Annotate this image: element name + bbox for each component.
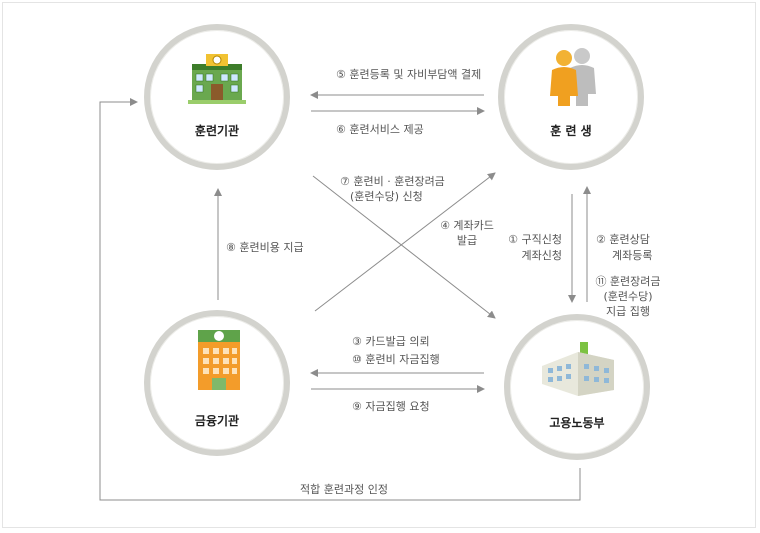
label-allowance-line1: ⑪ 훈련장려금: [595, 275, 661, 288]
label-fund-execution: ⑩ 훈련비 자금집행: [352, 353, 440, 366]
label-card-request: ③ 카드발급 의뢰: [352, 335, 430, 348]
label-job-application-line2: 계좌신청: [521, 249, 562, 262]
label-allowance-line3: 지급 집행: [606, 305, 650, 318]
node-label-institution: 훈련기관: [194, 124, 240, 138]
node-label-ministry: 고용노동부: [549, 416, 605, 430]
arrow-training-cost-request: [312, 175, 496, 319]
label-cost-request: ⑦ 훈련비 · 훈련장려금 (훈련수당) 신청: [340, 174, 445, 204]
label-training-service: ⑥ 훈련서비스 제공: [336, 123, 424, 136]
government-building-icon: [542, 342, 614, 396]
label-counseling-line1: ② 훈련상담: [596, 233, 650, 246]
node-training-institution: 훈련기관: [144, 24, 290, 170]
label-job-application-line1: ① 구직신청: [508, 233, 562, 246]
arrow-course-approval: [99, 98, 581, 501]
label-card-issue-line1: ④ 계좌카드: [440, 219, 494, 232]
node-financial-institution: 금융기관: [144, 310, 290, 456]
school-building-icon: [188, 54, 246, 104]
label-job-application: ① 구직신청 계좌신청: [496, 232, 562, 263]
label-counseling: ② 훈련상담 계좌등록: [596, 232, 652, 263]
node-label-bank: 금융기관: [194, 414, 240, 428]
node-ministry-of-labor: 고용노동부: [504, 314, 650, 460]
label-allowance-line2: (훈련수당): [603, 290, 653, 303]
label-course-approval: 적합 훈련과정 인정: [300, 483, 388, 496]
arrow-card-issue: [314, 172, 496, 312]
label-allowance: ⑪ 훈련장려금 (훈련수당) 지급 집행: [592, 274, 664, 319]
label-registration-payment: ⑤ 훈련등록 및 자비부담액 결제: [336, 68, 482, 81]
diagram-frame: [2, 2, 756, 528]
node-trainee: 훈 련 생: [498, 24, 644, 170]
label-cost-request-line1: ⑦ 훈련비 · 훈련장려금: [340, 175, 445, 188]
label-counseling-line2: 계좌등록: [612, 249, 653, 262]
bank-building-icon: [198, 330, 240, 390]
label-fund-request: ⑨ 자금집행 요청: [352, 400, 430, 413]
label-training-cost-payment: ⑧ 훈련비용 지급: [226, 241, 304, 254]
label-card-issue: ④ 계좌카드 발급: [434, 218, 500, 248]
people-icon: [550, 48, 596, 106]
label-cost-request-line2: (훈련수당) 신청: [350, 190, 423, 203]
node-label-trainee: 훈 련 생: [550, 124, 592, 138]
label-card-issue-line2: 발급: [456, 234, 478, 247]
